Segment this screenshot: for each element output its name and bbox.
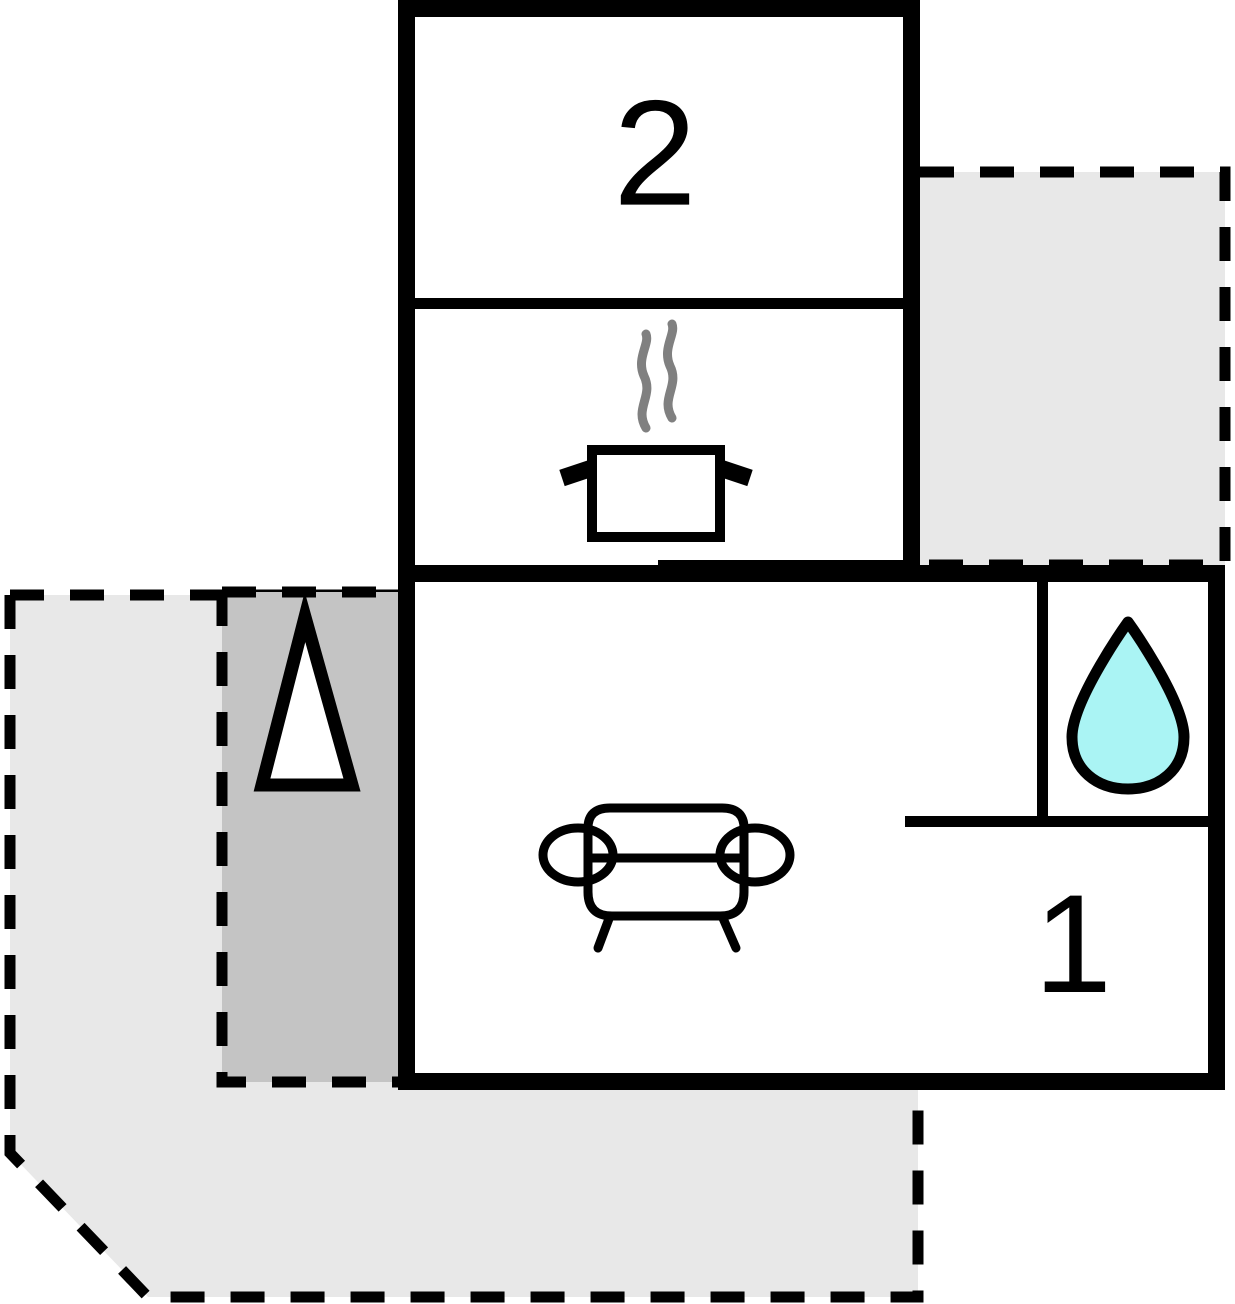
building-main-fill: [398, 0, 920, 1090]
cooking-pot-body: [587, 445, 725, 542]
terrace-group: [4, 166, 1231, 1303]
sofa-icon: [538, 803, 795, 953]
cooking-pot-steam-left: [637, 329, 652, 433]
terrace-top-right-fill: [920, 172, 1225, 565]
parasol-icon-shape: [253, 591, 361, 792]
terrace-top-right: [920, 166, 1231, 571]
water-drop-shape: [1066, 616, 1190, 795]
terrace-left-dark: [216, 586, 398, 1088]
terrace-left-dark-outline: [216, 586, 398, 1088]
room-label-1: 1: [1034, 865, 1112, 1022]
sofa-seat: [583, 853, 749, 921]
building-wing-fill: [905, 565, 1225, 1090]
sofa-leg-left: [593, 911, 615, 953]
parasol-icon: [253, 591, 361, 792]
cooking-pot-steam-right: [663, 319, 678, 423]
walls-group: [398, 0, 1225, 1090]
building-interior: [398, 0, 1225, 1090]
water-drop-icon: [1066, 616, 1190, 795]
sofa-backrest: [583, 803, 749, 863]
room-label-2: 2: [613, 69, 696, 237]
sofa-arm-right: [715, 823, 795, 887]
cooking-pot-icon: [559, 319, 753, 542]
sofa-leg-right: [717, 911, 741, 953]
sofa-arm-left: [538, 823, 618, 887]
